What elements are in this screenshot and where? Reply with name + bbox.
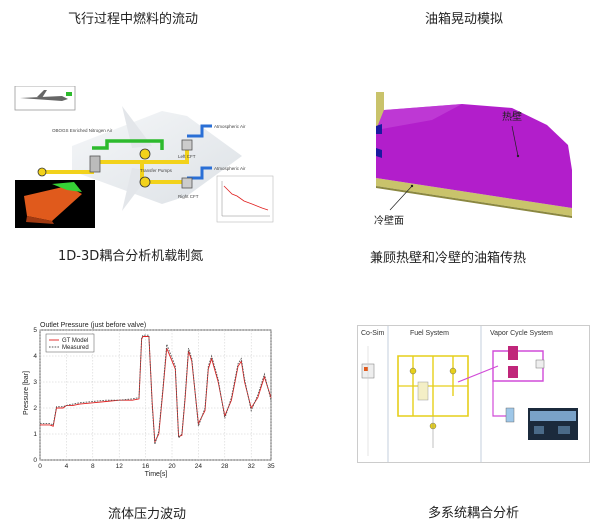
- label-fuel-system: Fuel System: [410, 330, 449, 337]
- multi-system-diagram: Co-Sim Fuel System Vapor Cycle System: [357, 325, 590, 463]
- x-tick-label: 12: [116, 463, 124, 470]
- x-tick-label: 4: [65, 463, 69, 470]
- x-tick-label: 0: [38, 463, 42, 470]
- y-tick-label: 3: [33, 379, 37, 386]
- y-tick-label: 0: [33, 457, 37, 464]
- tank-heat-model: 热壁 冷壁面: [372, 90, 576, 228]
- label-cosim: Co-Sim: [361, 330, 385, 337]
- label-left-cft: Left CFT: [178, 154, 196, 159]
- label-right-cft: Right CFT: [178, 194, 199, 199]
- caption-heat-transfer: 兼顾热壁和冷壁的油箱传热: [370, 251, 527, 266]
- label-atmos-2: Atmospheric Air: [214, 166, 246, 171]
- label-transfer-pumps: Transfer Pumps: [140, 168, 173, 173]
- x-tick-label: 8: [91, 463, 95, 470]
- pressure-chart: Outlet Pressure (just before valve) Time…: [18, 318, 280, 480]
- caption-nitrogen: 1D-3D耦合分析机载制氮: [58, 249, 204, 264]
- legend-label: Measured: [62, 345, 89, 351]
- legend-box: [45, 333, 95, 353]
- series-line-measured: [40, 334, 272, 445]
- y-tick-label: 2: [33, 405, 37, 412]
- x-tick-label: 28: [221, 463, 229, 470]
- legend-label: GT Model: [62, 338, 88, 344]
- x-tick-label: 20: [168, 463, 176, 470]
- x-axis-label: Time[s]: [145, 471, 168, 478]
- chart-title: Outlet Pressure (just before valve): [40, 322, 146, 329]
- y-tick-label: 5: [33, 327, 37, 334]
- x-tick-label: 16: [142, 463, 150, 470]
- x-tick-label: 32: [248, 463, 256, 470]
- x-tick-label: 35: [267, 463, 275, 470]
- caption-tank-slosh: 油箱晃动模拟: [425, 12, 504, 27]
- caption-multi-system: 多系统耦合分析: [428, 506, 520, 521]
- label-cold-wall: 冷壁面: [374, 214, 404, 227]
- fuel-flow-diagram: OBOGS Enriched Nitrogen Air Atmospheric …: [12, 86, 290, 228]
- label-hot-wall: 热壁: [502, 110, 522, 123]
- y-tick-label: 4: [33, 353, 37, 360]
- label-atmos-1: Atmospheric Air: [214, 124, 246, 129]
- label-obogs: OBOGS Enriched Nitrogen Air: [52, 128, 113, 133]
- y-axis-label: Pressure [bar]: [23, 371, 30, 415]
- label-vapor-cycle: Vapor Cycle System: [490, 330, 553, 337]
- caption-pressure: 流体压力波动: [108, 507, 187, 522]
- y-tick-label: 1: [33, 431, 37, 438]
- x-tick-label: 24: [195, 463, 203, 470]
- caption-fuel-flow: 飞行过程中燃料的流动: [68, 12, 199, 27]
- pressure-chart-svg: Outlet Pressure (just before valve) Time…: [23, 322, 275, 478]
